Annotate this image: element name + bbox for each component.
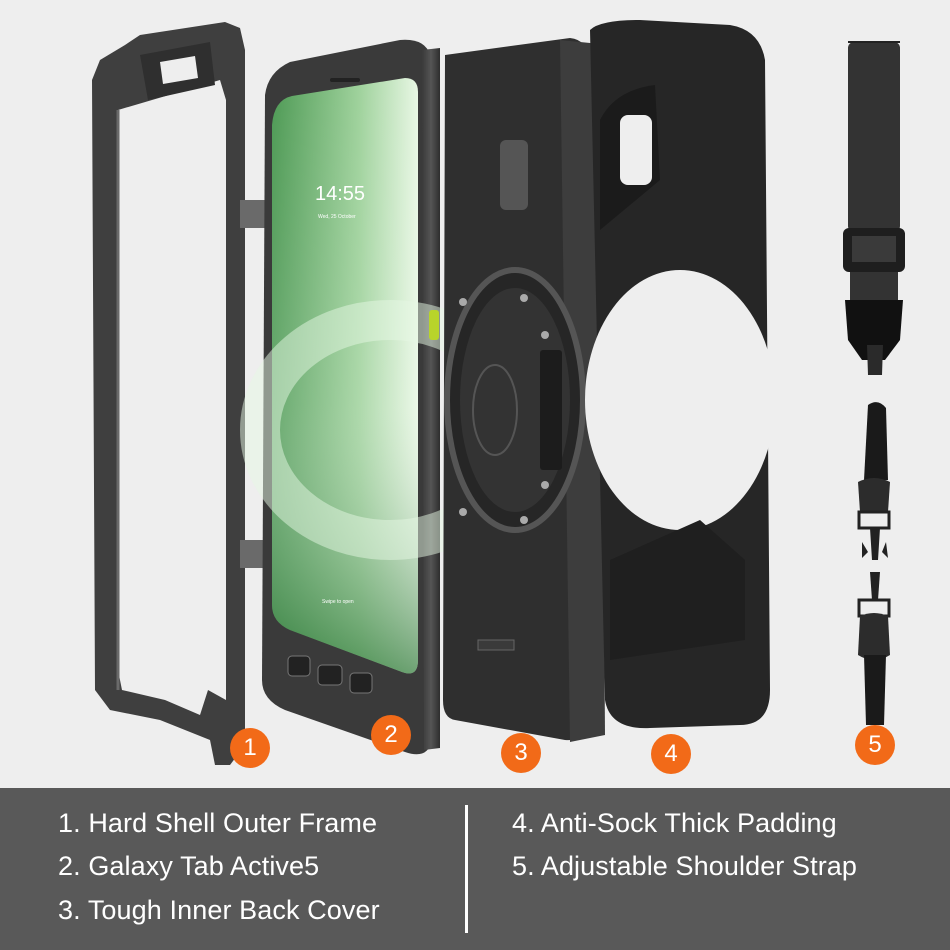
lockscreen-time: 14:55 xyxy=(315,183,365,205)
shoulder-strap xyxy=(843,41,905,375)
legend-item-3: 3. Tough Inner Back Cover xyxy=(58,895,380,925)
legend-item-2: 2. Galaxy Tab Active5 xyxy=(58,851,320,881)
legend-item-5: 5. Adjustable Shoulder Strap xyxy=(512,851,858,881)
power-key xyxy=(429,310,439,340)
badge-3: 3 xyxy=(501,733,541,773)
badge-2: 2 xyxy=(371,715,411,755)
wrist-strap xyxy=(857,402,891,725)
product-illustration: 14:55 Wed, 25 October Swipe to open xyxy=(92,20,905,774)
legend-item-4: 4. Anti-Sock Thick Padding xyxy=(512,808,837,838)
outer-frame xyxy=(92,22,272,765)
thick-padding xyxy=(585,20,775,729)
badge-4: 4 xyxy=(651,734,691,774)
badge-1: 1 xyxy=(230,728,270,768)
legend-panel: 1. Hard Shell Outer Frame 2. Galaxy Tab … xyxy=(0,788,950,950)
lockscreen-hint: Swipe to open xyxy=(322,599,354,605)
exploded-case-graphic: 14:55 Wed, 25 October Swipe to open xyxy=(92,20,905,765)
badge-5: 5 xyxy=(855,725,895,765)
legend-divider xyxy=(465,805,468,933)
lockscreen-date: Wed, 25 October xyxy=(318,214,356,220)
tablet xyxy=(240,39,540,755)
legend-item-1: 1. Hard Shell Outer Frame xyxy=(58,808,378,838)
inner-back-cover xyxy=(443,38,605,742)
